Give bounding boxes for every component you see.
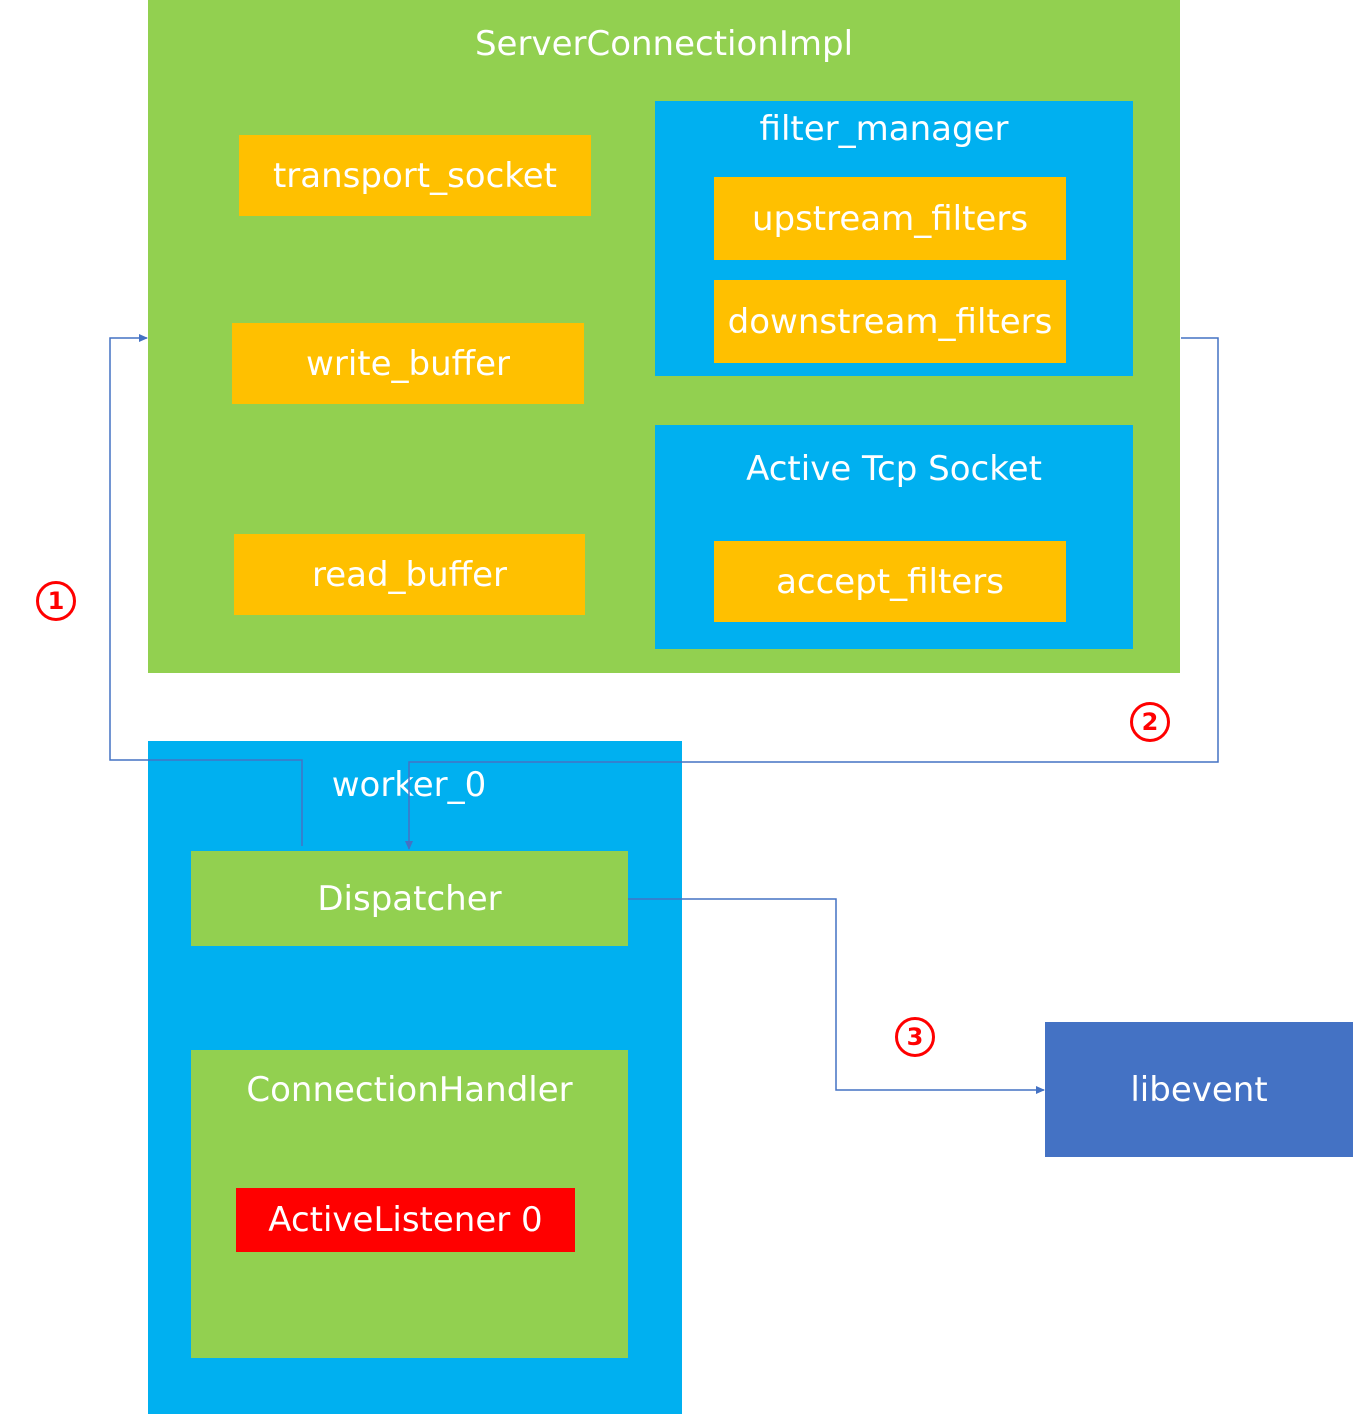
dispatcher-box: Dispatcher [191,851,628,946]
connection-handler-title: ConnectionHandler [246,1070,573,1110]
server-connection-impl-title: ServerConnectionImpl [474,24,854,64]
write-buffer-box: write_buffer [232,323,584,404]
worker-0-title: worker_0 [331,765,487,805]
accept-filters-box: accept_filters [714,541,1066,622]
active-listener-box: ActiveListener 0 [236,1188,575,1252]
filter-manager-title: filter_manager [759,109,1009,149]
transport-socket-box: transport_socket [239,135,591,216]
read-buffer-box: read_buffer [234,534,585,615]
active-tcp-socket-title: Active Tcp Socket [746,449,1042,489]
connector-step-3 [628,898,1045,1094]
step-2-marker: 2 [1130,702,1170,742]
step-3-marker: 3 [895,1017,935,1057]
libevent-box: libevent [1045,1022,1353,1157]
upstream-filters-box: upstream_filters [714,177,1066,260]
downstream-filters-box: downstream_filters [714,280,1066,363]
step-1-marker: 1 [36,581,76,621]
